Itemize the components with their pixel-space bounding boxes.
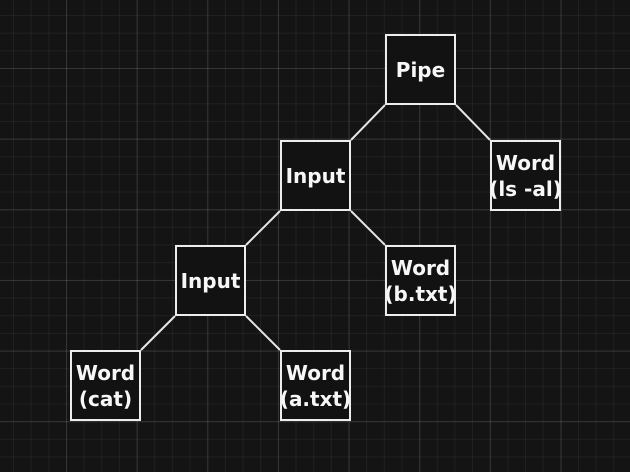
node-sublabel: (a.txt): [279, 386, 352, 411]
tree-node-input-1[interactable]: Input: [280, 140, 351, 211]
tree-edge-input-2-word-atxt: [245, 315, 281, 351]
tree-node-word-btxt[interactable]: Word(b.txt): [384, 245, 457, 316]
node-sublabel: (cat): [78, 386, 133, 411]
node-label: Input: [285, 163, 346, 188]
tree-node-pipe[interactable]: Pipe: [385, 34, 456, 105]
tree-edge-pipe-input-1: [350, 104, 386, 141]
tree-node-word-cat[interactable]: Word(cat): [70, 350, 141, 421]
node-sublabel: (b.txt): [384, 281, 457, 306]
node-label: Input: [180, 268, 241, 293]
tree-edge-input-1-word-btxt: [350, 210, 386, 246]
node-label: Word: [495, 150, 556, 175]
node-sublabel: (ls -al): [489, 176, 562, 201]
node-label: Word: [75, 360, 136, 385]
tree-edge-input-2-word-cat: [140, 315, 176, 351]
tree-node-word-ls[interactable]: Word(ls -al): [489, 140, 562, 211]
tree-edge-pipe-word-ls: [455, 104, 491, 141]
node-label: Word: [285, 360, 346, 385]
tree-edge-input-1-input-2: [245, 210, 281, 246]
tree-node-input-2[interactable]: Input: [175, 245, 246, 316]
node-label: Word: [390, 255, 451, 280]
node-label: Pipe: [395, 57, 446, 82]
tree-node-word-atxt[interactable]: Word(a.txt): [280, 350, 351, 421]
